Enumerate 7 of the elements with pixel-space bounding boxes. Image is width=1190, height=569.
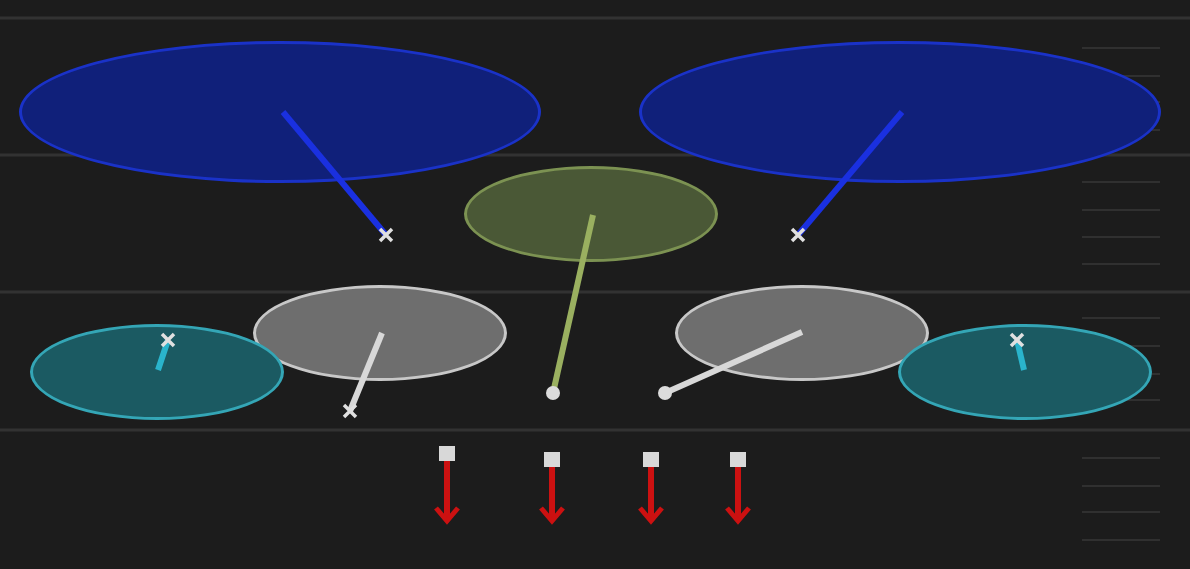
- line-connector: [342, 331, 385, 419]
- line-connector: [155, 332, 176, 371]
- line-connector: [658, 329, 804, 400]
- line-connector: [1009, 332, 1027, 371]
- line-connector: [790, 110, 905, 243]
- line-connector: [280, 110, 394, 243]
- line-connector: [546, 214, 596, 400]
